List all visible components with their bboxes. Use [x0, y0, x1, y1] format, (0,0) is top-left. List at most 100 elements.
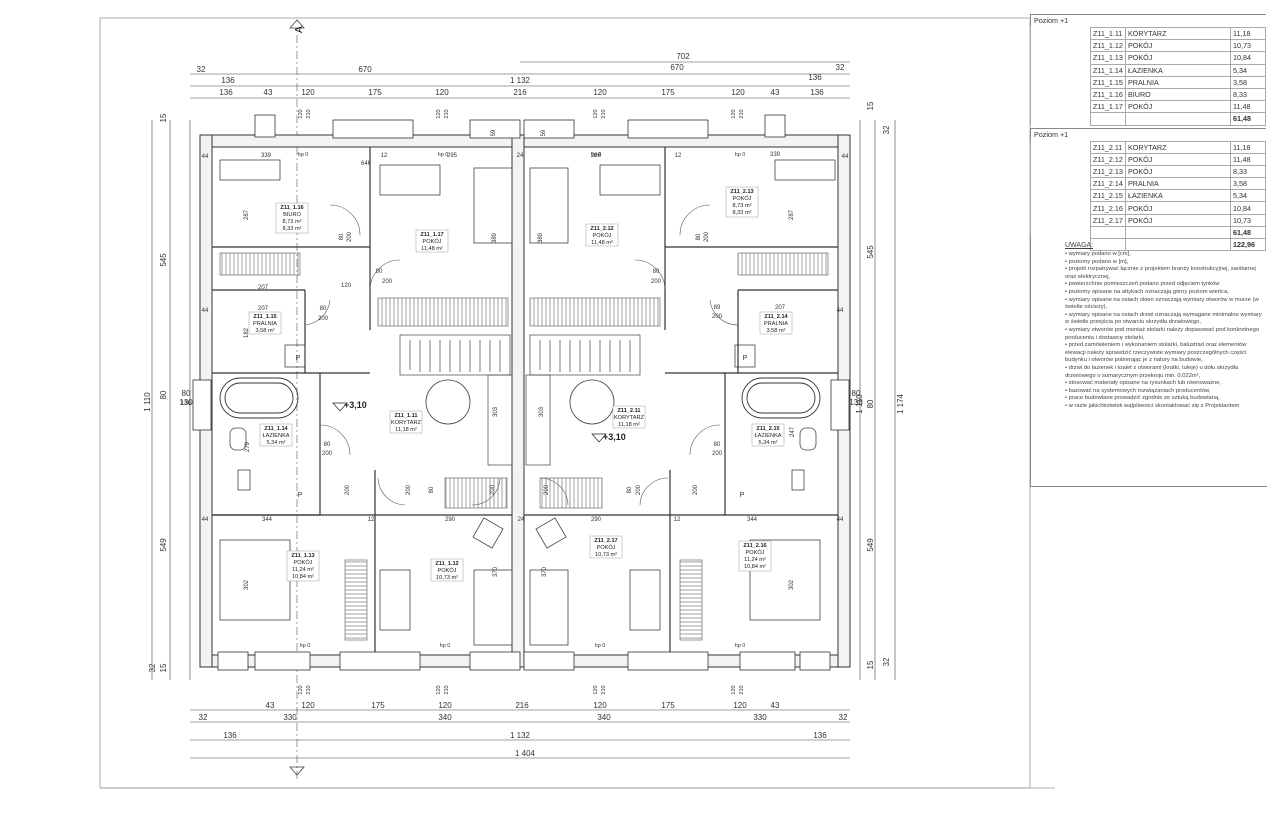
dim-label: 295 [447, 153, 458, 159]
window-label: 120 [436, 685, 442, 694]
room-code: Z11_2.16 [743, 543, 766, 549]
schedule-spacer [1125, 112, 1231, 126]
hp-label: hp 0 [595, 643, 606, 649]
dim-label: 200 [382, 279, 393, 285]
room-code: Z11_1.13 [1090, 51, 1126, 65]
dim-label: 120 [731, 88, 745, 97]
room-code: Z11_1.16 [1090, 87, 1126, 102]
dim-label: 89 [714, 305, 721, 311]
room-name: PRALNIA [1125, 177, 1231, 191]
room-name: ŁAZIENKA [754, 433, 781, 439]
room-code: Z11_2.14 [764, 314, 788, 320]
dim-label: 44 [202, 517, 209, 523]
room-label: Z11_2.17 POKÓJ 10,73 m² [589, 535, 623, 559]
level-marker: +3,10 [344, 400, 367, 410]
dim-label: 1 110 [143, 392, 152, 412]
dim-label: 80 [696, 233, 702, 240]
room-name: ŁAZIENKA [1125, 63, 1231, 77]
note-item: • wymiary opisane na osiach okien oznacz… [1065, 296, 1259, 311]
dim-label: 287 [244, 209, 250, 220]
stairs [399, 334, 641, 466]
room-area-net: 10,84 m² [744, 564, 766, 570]
dim-label: 44 [837, 517, 844, 523]
note-item: • przed zamówieniem i wykonaniem stolark… [1065, 342, 1247, 364]
dim-label: 80 [182, 389, 191, 398]
room-code: Z11_1.13 [291, 553, 314, 559]
room-name: ŁAZIENKA [262, 433, 289, 439]
room-name: POKÓJ [1125, 164, 1231, 179]
dim-label: 175 [661, 88, 675, 97]
room-area: 3,58 m² [767, 328, 786, 334]
dim-label: 43 [771, 701, 780, 710]
schedule-spacer [1030, 51, 1091, 65]
note-item: • poziomy podano w [m], [1065, 258, 1129, 265]
schedule-spacer [1030, 141, 1091, 154]
note-item: • wymiary otworów pod montaż stolarki na… [1065, 326, 1260, 341]
schedule-group-header: Poziom +1 [1030, 14, 1266, 27]
dim-label: 207 [775, 305, 786, 311]
dim-label: 175 [368, 88, 382, 97]
dim-label: 32 [148, 663, 157, 672]
dim-label: 389 [492, 232, 498, 243]
dim-label: 44 [202, 154, 209, 160]
beds [219, 167, 821, 646]
dim-label: 200 [318, 316, 329, 322]
dim-label: 339 [261, 153, 272, 159]
room-code: Z11_1.14 [264, 426, 288, 432]
inner-walls [212, 147, 838, 655]
schedule-spacer [1030, 100, 1091, 113]
top-dimension-labels: 702 32 670 670 32 136 1 132 136 136 43 1… [197, 52, 845, 97]
dim-label: 370 [542, 566, 548, 577]
schedule-spacer [1090, 112, 1126, 126]
dim-label: 549 [866, 538, 875, 552]
dim-label: 130 [849, 398, 863, 407]
dim-label: 216 [513, 88, 527, 97]
dim-label: 12 [675, 153, 682, 159]
dim-label: 1 404 [515, 749, 536, 758]
room-code: Z11_1.17 [420, 232, 443, 238]
dim-label: 1 132 [510, 76, 531, 85]
inner-dimension-labels: 339 646 12 295 24 286 12 339 44 44 287 2… [181, 129, 849, 590]
dim-label: 702 [676, 52, 690, 61]
room-area: 10,73 m² [595, 552, 617, 558]
dim-label: 44 [837, 308, 844, 314]
dim-label: 287 [789, 209, 795, 220]
room-area: 10,84 [1230, 51, 1266, 65]
room-code: Z11_1.16 [280, 205, 303, 211]
room-area-net: 10,84 m² [292, 574, 314, 580]
dim-label: 44 [842, 154, 849, 160]
dim-label: 200 [406, 484, 412, 495]
dim-label: 32 [199, 713, 208, 722]
window-label: 210 [306, 685, 312, 694]
schedule-spacer [1030, 214, 1091, 227]
dim-label: 290 [591, 517, 602, 523]
hp-label: hp 0 [438, 152, 449, 158]
dim-label: 340 [438, 713, 452, 722]
dim-label: 545 [159, 253, 168, 267]
dimension-lines-bottom [190, 709, 850, 759]
dim-label: 1 110 [855, 394, 864, 414]
room-name: POKÓJ [423, 238, 442, 245]
window-label: 120 [298, 685, 304, 694]
hp-label: hp 0 [735, 152, 746, 158]
room-area: 11,24 m² [744, 557, 766, 563]
dim-label: 200 [544, 484, 550, 495]
room-code: Z11_1.11 [394, 413, 417, 419]
window-label: 210 [739, 109, 745, 118]
window-label: 120 [731, 109, 737, 118]
room-code: Z11_2.11 [1090, 140, 1126, 154]
room-label: Z11_1.15 PRALNIA 3,58 m² [248, 311, 282, 335]
room-name: KORYTARZ [1125, 140, 1231, 154]
dim-label: 24 [518, 517, 525, 523]
room-name: KORYTARZ [391, 420, 422, 426]
room-name: POKÓJ [1125, 213, 1231, 227]
dim-label: 32 [882, 125, 891, 134]
schedule-spacer [1030, 177, 1091, 190]
dim-label: 200 [636, 484, 642, 495]
section-mark-label: A [294, 26, 305, 33]
